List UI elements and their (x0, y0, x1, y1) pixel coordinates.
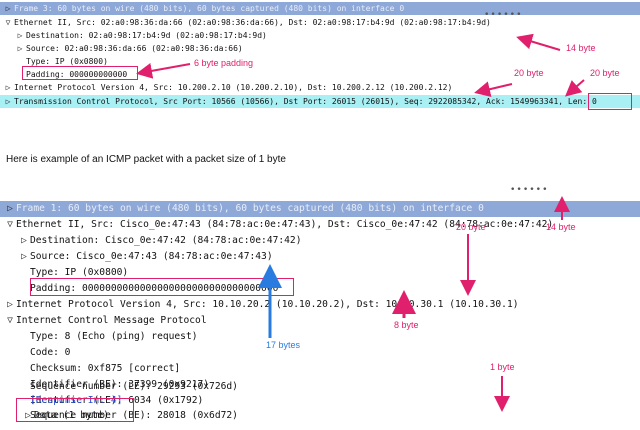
row-text: Padding: 0000000000000000000000000000000… (30, 283, 279, 294)
icmp-annotation: 8 byte (394, 320, 419, 330)
padding-highlight-box (30, 278, 294, 296)
len-highlight-box (588, 93, 632, 110)
identifier-le-row[interactable]: Identifier (LE): 6034 (0x1792) (0, 393, 640, 409)
expand-arrow-icon[interactable]: ▷ (7, 299, 13, 310)
caption-text: Here is example of an ICMP packet with a… (6, 154, 286, 165)
expand-arrow-icon[interactable]: ▷ (17, 44, 23, 53)
frame-row[interactable]: ▷Frame 3: 60 bytes on wire (480 bits), 6… (0, 2, 640, 15)
ethernet-row[interactable]: ▽Ethernet II, Src: Cisco_0e:47:43 (84:78… (0, 217, 640, 233)
padding-highlight-box (22, 66, 138, 80)
type-row[interactable]: Type: IP (0x0800) (0, 55, 640, 68)
eth-annotation: 14 byte (566, 43, 596, 53)
eth-annotation: 14 byte (546, 222, 576, 232)
destination-row[interactable]: ▷Destination: 02:a0:98:17:b4:9d (02:a0:9… (0, 29, 640, 42)
collapse-arrow-icon[interactable]: ▽ (5, 18, 11, 27)
splitter-handle[interactable]: •••••• (510, 185, 549, 195)
row-text: Code: 0 (30, 347, 71, 358)
row-text: Ethernet II, Src: Cisco_0e:47:43 (84:78:… (16, 219, 554, 230)
padding-row[interactable]: Padding: 0000000000000000000000000000000… (0, 281, 640, 297)
expand-arrow-icon[interactable]: ▷ (21, 235, 27, 246)
expand-arrow-icon[interactable]: ▷ (5, 4, 11, 13)
splitter-handle[interactable]: •••••• (484, 10, 523, 20)
row-text: Source: Cisco_0e:47:43 (84:78:ac:0e:47:4… (30, 251, 273, 262)
expand-arrow-icon[interactable]: ▷ (5, 97, 11, 106)
row-text: Destination: 02:a0:98:17:b4:9d (02:a0:98… (26, 31, 267, 40)
ip-annotation: 20 byte (514, 68, 544, 78)
ipv4-row[interactable]: ▷Internet Protocol Version 4, Src: 10.20… (0, 81, 640, 94)
padding-bytes-annotation: 17 bytes (266, 340, 301, 350)
expand-arrow-icon[interactable]: ▷ (21, 251, 27, 262)
collapse-arrow-icon[interactable]: ▽ (7, 315, 13, 326)
ethernet-row[interactable]: ▽Ethernet II, Src: 02:a0:98:36:da:66 (02… (0, 16, 640, 29)
row-text: Destination: Cisco_0e:47:42 (84:78:ac:0e… (30, 235, 302, 246)
tcp-annotation: 20 byte (590, 68, 620, 78)
row-text: Internet Protocol Version 4, Src: 10.200… (14, 83, 453, 92)
ipv4-row[interactable]: ▷Internet Protocol Version 4, Src: 10.10… (0, 297, 640, 313)
expand-arrow-icon[interactable]: ▷ (17, 31, 23, 40)
source-row[interactable]: ▷Source: Cisco_0e:47:43 (84:78:ac:0e:47:… (0, 249, 640, 265)
padding-annotation: 6 byte padding (194, 58, 254, 68)
expand-arrow-icon[interactable]: ▷ (5, 83, 11, 92)
row-text: Internet Protocol Version 4, Src: 10.10.… (16, 299, 519, 310)
sequence-le-row[interactable]: Sequence number (LE): 29293 (0x726d) (0, 380, 640, 394)
row-text: Identifier (BE): 37399 (0x9217) (30, 379, 210, 390)
collapse-arrow-icon[interactable]: ▽ (7, 219, 13, 230)
expand-arrow-icon[interactable]: ▷ (7, 203, 13, 214)
row-text: Frame 3: 60 bytes on wire (480 bits), 60… (14, 4, 405, 13)
data-highlight-box (16, 398, 134, 422)
type-row[interactable]: Type: IP (0x0800) (0, 265, 640, 281)
data-row[interactable]: ▷Data (1 byte) (0, 408, 640, 424)
data-annotation: 1 byte (490, 362, 515, 372)
source-row[interactable]: ▷Source: 02:a0:98:36:da:66 (02:a0:98:36:… (0, 42, 640, 55)
icmp-code-row[interactable]: Code: 0 (0, 345, 640, 361)
row-text: Padding: 000000000000 (26, 70, 128, 79)
tcp-row[interactable]: ▷Transmission Control Protocol, Src Port… (0, 95, 640, 108)
identifier-be-row[interactable]: Identifier (BE): 37399 (0x9217) (0, 377, 640, 393)
bottom-packet-details-pane: •••••• ▷Frame 1: 60 bytes on wire (480 b… (0, 185, 640, 430)
row-text: Type: IP (0x0800) (26, 57, 108, 66)
ip-annotation: 20 byte (456, 222, 486, 232)
response-in-link[interactable]: [Response In: 4] (30, 395, 123, 406)
top-packet-details-pane: ▷Frame 3: 60 bytes on wire (480 bits), 6… (0, 0, 640, 137)
row-text: Sequence number (LE): 29293 (0x726d) (30, 381, 238, 392)
frame-row[interactable]: ▷Frame 1: 60 bytes on wire (480 bits), 6… (0, 201, 640, 217)
row-text: Source: 02:a0:98:36:da:66 (02:a0:98:36:d… (26, 44, 243, 53)
row-text: Identifier (LE): 6034 (0x1792) (30, 395, 204, 406)
row-text: Ethernet II, Src: 02:a0:98:36:da:66 (02:… (14, 18, 491, 27)
icmp-row[interactable]: ▽Internet Control Message Protocol (0, 313, 640, 329)
checksum-row[interactable]: Checksum: 0xf875 [correct] (0, 361, 640, 377)
destination-row[interactable]: ▷Destination: Cisco_0e:47:42 (84:78:ac:0… (0, 233, 640, 249)
row-text: Checksum: 0xf875 [correct] (30, 363, 181, 374)
row-text: Type: IP (0x0800) (30, 267, 129, 278)
row-text: Data (1 byte) (34, 410, 110, 421)
expand-arrow-icon[interactable]: ▷ (25, 410, 31, 421)
row-text: Internet Control Message Protocol (16, 315, 207, 326)
padding-row[interactable]: Padding: 000000000000 (0, 68, 640, 81)
response-in-row[interactable]: [Response In: 4] (0, 394, 640, 408)
icmp-type-row[interactable]: Type: 8 (Echo (ping) request) (0, 329, 640, 345)
row-text: Type: 8 (Echo (ping) request) (30, 331, 198, 342)
row-text: Frame 1: 60 bytes on wire (480 bits), 60… (16, 203, 484, 214)
row-text: Transmission Control Protocol, Src Port:… (14, 97, 597, 106)
